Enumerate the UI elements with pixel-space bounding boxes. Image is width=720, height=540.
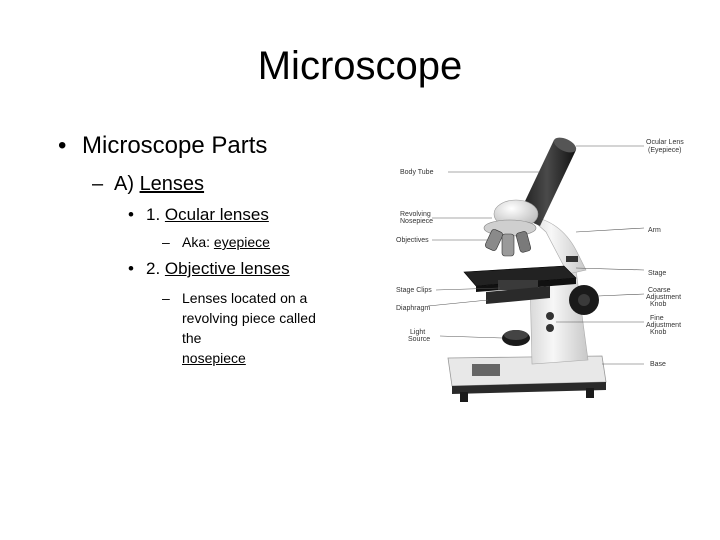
label-diaphragm: Diaphragm	[396, 305, 430, 312]
label-light: Light	[410, 329, 425, 336]
bullet-multiline-text: Lenses located on a revolving piece call…	[182, 288, 316, 368]
bullet-nosepiece-description: – Lenses located on a revolving piece ca…	[162, 288, 316, 368]
bullet-term: Ocular lenses	[164, 205, 269, 224]
microscope-diagram: Ocular Lens (Eyepiece) Body Tube Revolvi…	[396, 137, 684, 402]
label-stage-clips: Stage Clips	[396, 287, 432, 294]
label-base: Base	[650, 361, 666, 368]
leader-lines	[427, 145, 645, 365]
light-switch	[472, 364, 500, 376]
label-coarse: Coarse	[648, 287, 671, 294]
diagram-labels: Ocular Lens (Eyepiece) Body Tube Revolvi…	[396, 139, 684, 368]
stage-clips	[498, 280, 538, 290]
label-source: Source	[408, 336, 430, 343]
bullet-marker: –	[162, 234, 170, 250]
bullet-marker: •	[58, 132, 67, 159]
light-source	[502, 330, 530, 346]
bullet-marker: •	[128, 259, 134, 278]
text-line: revolving piece called	[182, 310, 316, 326]
label-stage: Stage	[648, 270, 666, 277]
diaphragm	[486, 286, 550, 304]
label-coarse-knob: Knob	[650, 301, 666, 308]
bullet-term: Lenses	[139, 173, 205, 195]
slide-title: Microscope	[257, 44, 463, 88]
bullet-text: Microscope Parts	[82, 132, 268, 159]
microscope-arm	[527, 215, 587, 275]
bullet-marker: –	[92, 173, 104, 195]
bullet-term: eyepiece	[213, 234, 270, 250]
label-revolving: Revolving	[400, 211, 431, 218]
bullet-marker: •	[128, 205, 134, 224]
label-eyepiece: (Eyepiece)	[648, 147, 681, 154]
bullet-prefix: 1.	[146, 205, 165, 224]
label-coarse-adjustment: Adjustment	[646, 294, 681, 301]
bullet-ocular-lenses: • 1. Ocular lenses	[128, 205, 269, 225]
label-fine-adjustment: Adjustment	[646, 322, 681, 329]
text-line: the nosepiece	[182, 328, 316, 368]
bullet-prefix: Aka:	[182, 234, 214, 250]
bullet-prefix: the	[182, 330, 202, 346]
label-body-tube: Body Tube	[400, 169, 434, 176]
bullet-microscope-parts: • Microscope Parts	[58, 132, 267, 160]
label-nosepiece: Nosepiece	[400, 218, 433, 225]
label-fine-knob: Knob	[650, 329, 666, 336]
objectives	[485, 229, 532, 257]
label-objectives: Objectives	[396, 237, 429, 244]
label-fine: Fine	[650, 315, 664, 322]
bullet-prefix: A)	[114, 173, 140, 195]
fine-adjustment-knob	[546, 312, 554, 332]
bullet-term: Objective lenses	[164, 259, 290, 278]
bullet-lenses: –A) Lenses	[92, 173, 204, 196]
bullet-aka-eyepiece: –Aka: eyepiece	[162, 234, 270, 250]
text-line: Lenses located on a	[182, 290, 308, 306]
microscope-base	[447, 355, 607, 402]
ocular-lens	[553, 137, 577, 153]
bullet-term: nosepiece	[182, 350, 246, 366]
coarse-adjustment-knob	[569, 285, 599, 315]
bullet-objective-lenses: • 2. Objective lenses	[128, 259, 290, 279]
bullet-marker: –	[162, 290, 170, 306]
stage	[463, 265, 577, 304]
label-arm: Arm	[648, 227, 661, 234]
label-ocular-lens: Ocular Lens	[646, 139, 684, 146]
bullet-prefix: 2.	[146, 259, 165, 278]
